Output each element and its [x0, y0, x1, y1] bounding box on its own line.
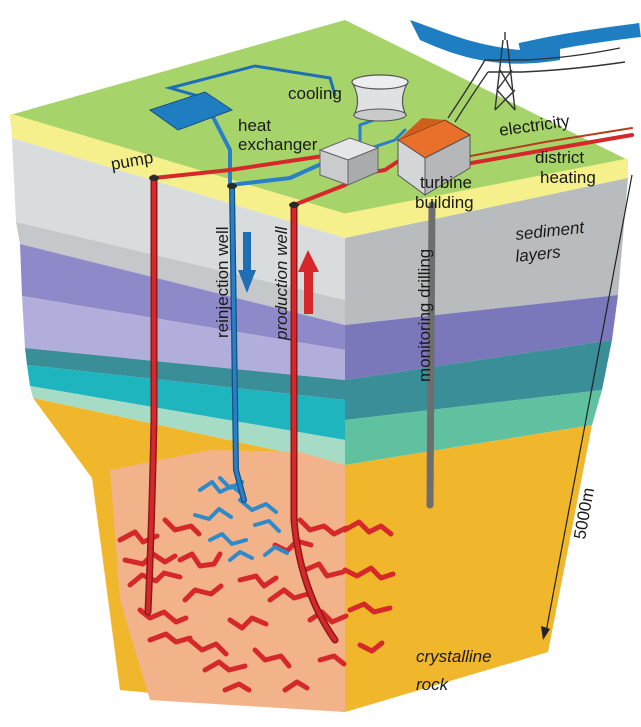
crystalline-rock-label: crystalline: [416, 647, 492, 666]
equipment-box: [318, 137, 380, 186]
production-well-label: production well: [272, 225, 291, 341]
right-purple: [345, 295, 618, 380]
left-sediment-grey: [16, 222, 345, 325]
district-heating-label-line2: heating: [540, 168, 596, 187]
left-lavender-layer: [20, 244, 345, 350]
heat-exchanger-label-line2: exchanger: [238, 135, 318, 154]
reinjection-wellhead: [227, 183, 237, 189]
power-pylon-icon: [447, 32, 626, 123]
turbine-building-icon: [396, 118, 472, 196]
cooling-label: cooling: [288, 84, 342, 103]
depth-arrow: [541, 174, 633, 640]
district-heating-pipe: [458, 133, 634, 167]
heat-exchanger-icon: [148, 91, 234, 131]
reservoir-zone: [110, 450, 345, 712]
flow-arrows: [238, 232, 319, 314]
left-teal-dark: [25, 348, 345, 400]
right-face: [345, 160, 628, 712]
wells: [144, 174, 436, 644]
reinjection-well-label: reinjection well: [213, 227, 232, 339]
district-heating-label: district: [535, 148, 584, 167]
red-pipe-pump: [152, 153, 332, 180]
heat-exchanger-pipe: [164, 64, 337, 102]
district-heating-pipe-2: [459, 127, 633, 159]
reinjection-flow-arrow-icon: [238, 232, 256, 293]
left-lavender-light: [22, 296, 345, 380]
right-mint-dark: [345, 390, 602, 465]
right-sediment-grey: [345, 178, 628, 325]
monitoring-drilling: [426, 201, 436, 509]
right-sand-layer: [345, 160, 628, 238]
right-teal-dark: [345, 340, 612, 420]
turbine-building-label-line2: building: [415, 193, 474, 212]
river-bank: [518, 23, 641, 57]
right-crystalline: [345, 425, 592, 712]
crystalline-rock-label-line2: rock: [416, 675, 450, 694]
surface-ground: [10, 20, 628, 215]
left-mint: [30, 386, 345, 465]
pump-wellhead: [149, 175, 159, 181]
turbine-building-label: turbine: [420, 173, 472, 192]
production-wellhead: [289, 202, 299, 208]
well-heads: [149, 175, 299, 208]
sediment-layers-label-line2: layers: [514, 242, 562, 266]
production-flow-arrow-icon: [298, 250, 319, 314]
blue-pipe-to-reinjection: [210, 113, 232, 187]
left-teal: [27, 365, 345, 440]
monitoring-drilling-label: monitoring drilling: [415, 249, 434, 382]
surface-front-edge: [9, 113, 629, 217]
cooling-tower-icon: [350, 74, 410, 122]
heat-exchanger-label: heat: [238, 116, 271, 135]
blue-pipe-link: [228, 158, 332, 187]
cold-fracture-network: [193, 476, 289, 562]
left-sediment-light: [12, 138, 345, 300]
